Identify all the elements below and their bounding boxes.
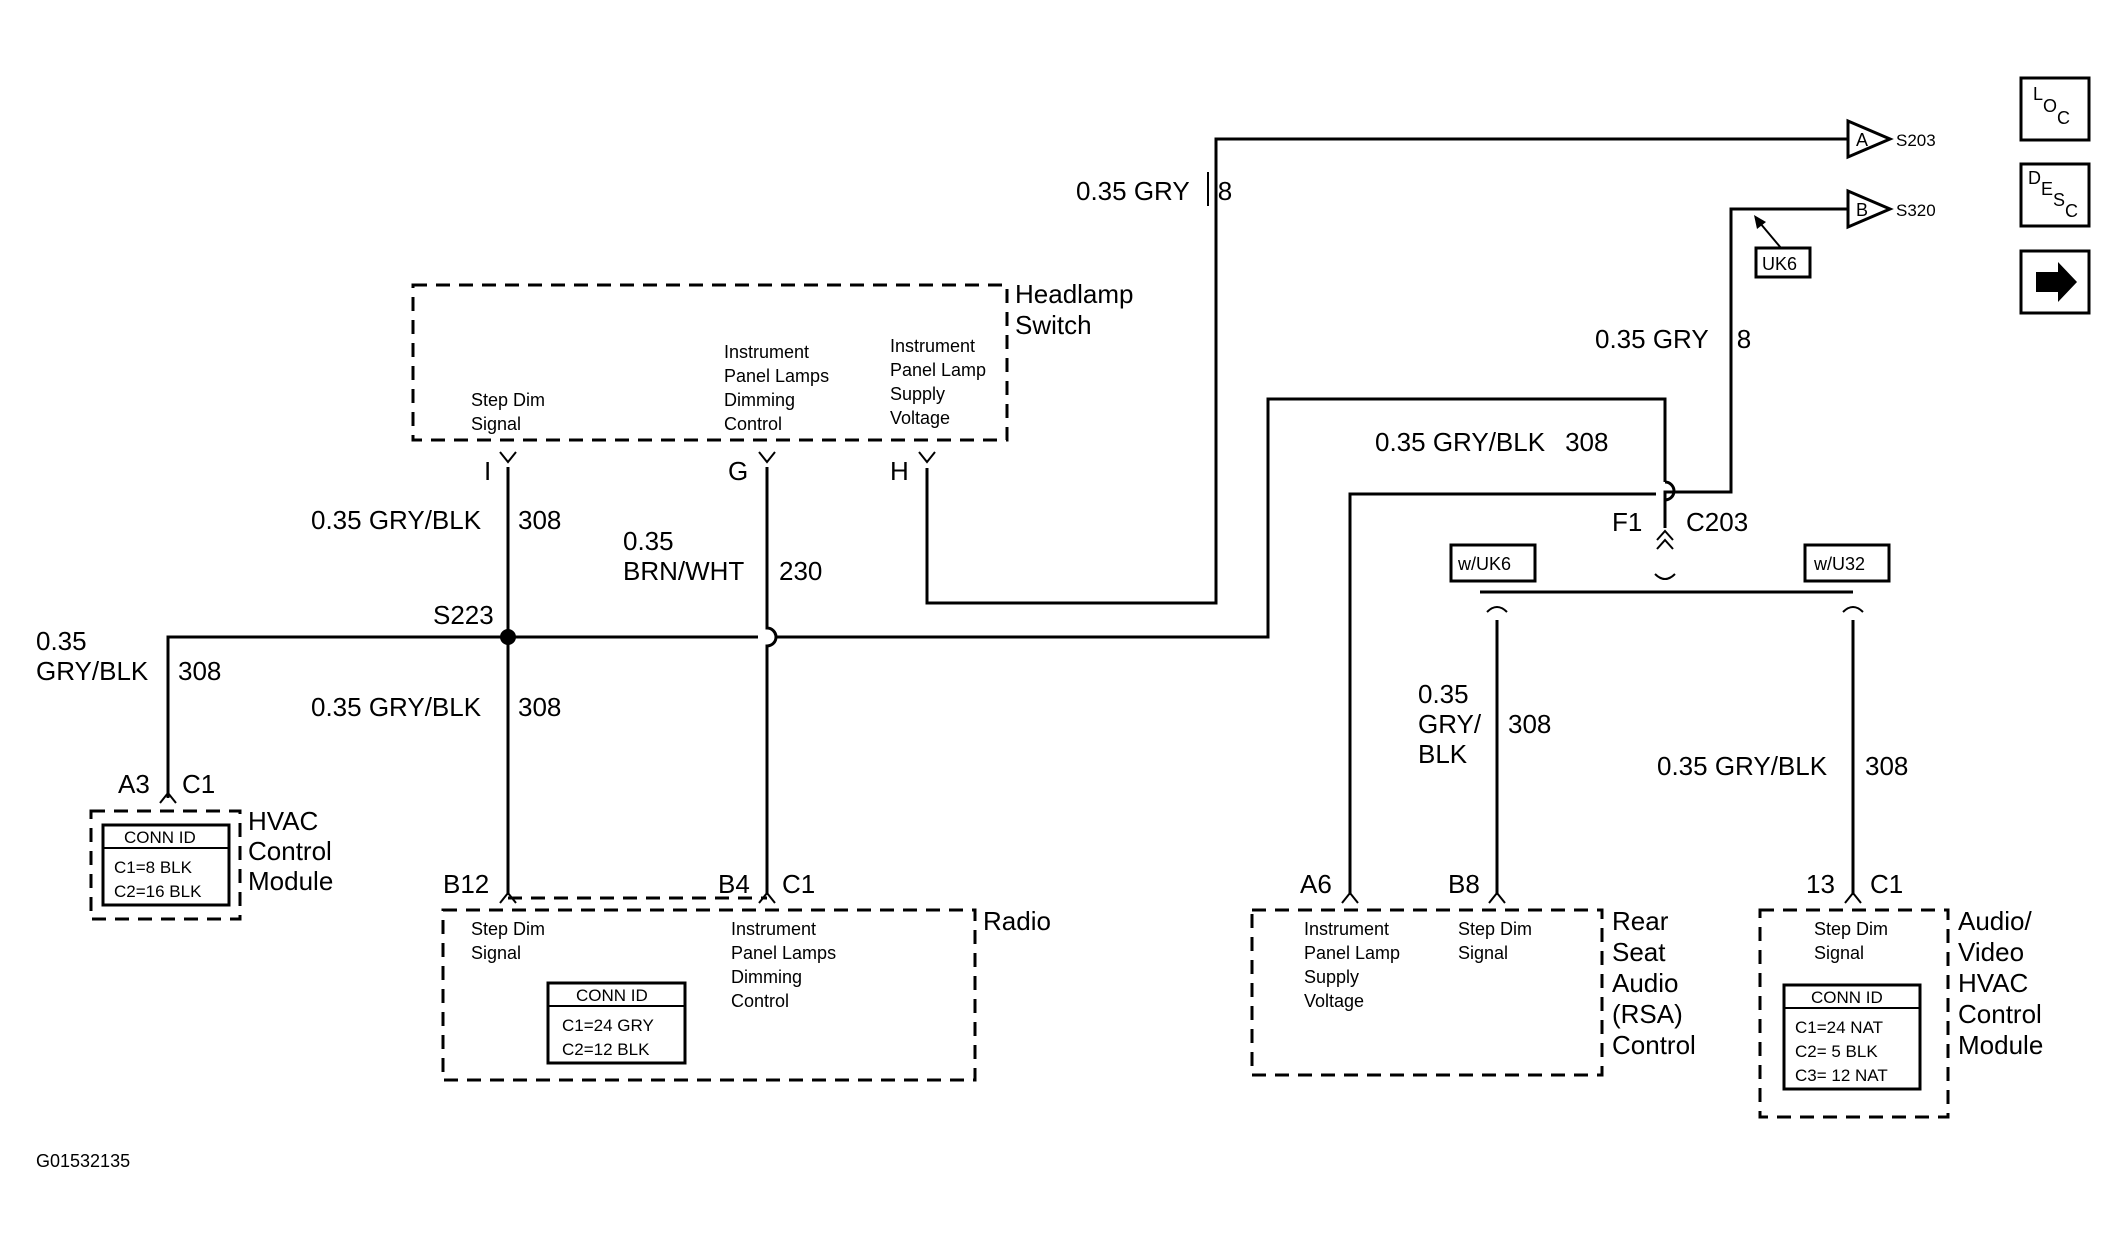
radio-pin-b12: B12 [443, 869, 489, 899]
wire-label-grybk-left-circuit: 308 [178, 656, 221, 686]
c203-pin-label: F1 [1612, 507, 1642, 537]
c203-name-label: C203 [1686, 507, 1748, 537]
loc-button[interactable]: LOC [2019, 76, 2091, 142]
desc-button[interactable]: DESC [2019, 162, 2091, 228]
offpage-a-ref: S203 [1896, 131, 1936, 150]
wires [166, 137, 1855, 895]
av-conn-id-box [1782, 983, 1922, 1091]
radio-conn-id-box [546, 981, 687, 1065]
wire-label-grybk-radio: 0.35 GRY/BLK [311, 692, 482, 722]
arrow-right-icon [2036, 262, 2077, 302]
splice-s223-label: S223 [433, 600, 494, 630]
offpage-a-letter: A [1856, 130, 1868, 150]
wire-label-grybk-radio-circuit: 308 [518, 692, 561, 722]
offpage-b-letter: B [1856, 200, 1868, 220]
pin-g-letter: G [728, 456, 748, 486]
wire-label-grybk-av: 0.35 GRY/BLK [1657, 751, 1828, 781]
option-w-uk6-box [1449, 543, 1537, 583]
option-uk6-label: UK6 [1762, 254, 1797, 274]
next-button[interactable] [2019, 249, 2091, 315]
radio-conn-c1: C1 [782, 869, 815, 899]
radio-conn-id-title: CONN ID [576, 986, 648, 1005]
rsa-pin-a6: A6 [1300, 869, 1332, 899]
av-pin-13: 13 [1806, 869, 1835, 899]
av-hvac-box [1758, 908, 1950, 1119]
desc-icon: DESC [2028, 168, 2078, 221]
hvac-module-box [89, 809, 242, 921]
pin-i-letter: I [484, 456, 491, 486]
radio-name: Radio [983, 906, 1051, 936]
figure-id: G01532135 [36, 1151, 130, 1171]
hvac-pin-a3: A3 [118, 769, 150, 799]
pin-h-letter: H [890, 456, 909, 486]
radio-box [441, 908, 977, 1082]
option-w-u32-box [1803, 543, 1891, 583]
hvac-conn-c1: C1 [182, 769, 215, 799]
hvac-conn-id-title: CONN ID [124, 828, 196, 847]
rsa-pin-b8: B8 [1448, 869, 1480, 899]
radio-pin-b4: B4 [718, 869, 750, 899]
offpage-b-triangle [1846, 188, 1894, 230]
wire-label-grybk-av-circuit: 308 [1865, 751, 1908, 781]
rsa-box [1250, 908, 1604, 1077]
wire-brn-wht-230 [765, 467, 778, 895]
wire-label-grybk-switch-circuit: 308 [518, 505, 561, 535]
headlamp-switch-box [411, 283, 1009, 442]
option-w-uk6-label: w/UK6 [1457, 554, 1511, 574]
wire-label-brnwht-circuit: 230 [779, 556, 822, 586]
hvac-conn-id-box [101, 823, 231, 907]
option-uk6-box [1754, 246, 1812, 279]
av-conn-id-title: CONN ID [1811, 988, 1883, 1007]
wire-rsa-supply [1348, 492, 1656, 895]
loc-icon: LOC [2033, 84, 2070, 128]
offpage-a-triangle [1846, 118, 1894, 160]
wire-label-grybk-rsa-circuit: 308 [1508, 709, 1551, 739]
wire-grybk-main-horizontal [166, 397, 1667, 798]
wire-gry-8-to-s203 [925, 137, 1848, 605]
option-w-u32-label: w/U32 [1813, 554, 1865, 574]
wire-label-grybk-switch: 0.35 GRY/BLK [311, 505, 482, 535]
connector-symbols [159, 451, 1864, 904]
splice-s223-dot [500, 629, 516, 645]
wire-hop [1664, 480, 1676, 502]
av-conn-c1: C1 [1870, 869, 1903, 899]
wire-gry-8-to-s320 [1663, 207, 1848, 509]
offpage-b-ref: S320 [1896, 201, 1936, 220]
